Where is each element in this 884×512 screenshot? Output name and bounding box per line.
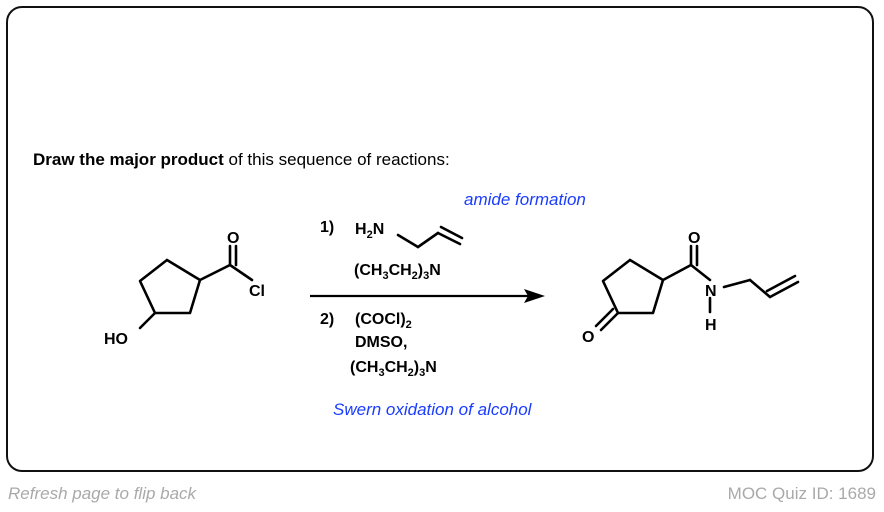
ketone-bond-1 <box>599 311 620 332</box>
product-h-label: H <box>705 317 717 334</box>
quiz-card[interactable] <box>6 6 874 472</box>
reactant-acyl-bond <box>198 263 232 282</box>
reactant-o-label: O <box>227 230 239 247</box>
product-n-label: N <box>705 283 717 300</box>
n-allyl-bond-2 <box>748 278 772 299</box>
allylamine-bond-2 <box>416 231 440 249</box>
quiz-id: MOC Quiz ID: 1689 <box>727 484 876 503</box>
reactant-coh-bond <box>138 311 157 330</box>
step2-dmso: DMSO, <box>355 334 408 351</box>
step1-base: (CH3CH2)3N <box>354 262 441 283</box>
amine-sub: 2 <box>366 229 373 242</box>
step2-reagent: (COCl)2 <box>355 311 412 332</box>
step1-number: 1) <box>320 219 335 236</box>
ketone-bond-2 <box>594 307 615 328</box>
reactant-ring <box>138 258 202 315</box>
reaction-arrow-head <box>524 289 545 303</box>
n-allyl-double-2 <box>765 274 797 293</box>
reactant-ccl-bond <box>228 263 254 282</box>
prompt-rest: of this sequence of reactions: <box>223 150 450 169</box>
n-allyl-bond-1 <box>722 278 752 289</box>
amide-c-bond <box>661 263 693 282</box>
step2-number: 2) <box>320 311 335 328</box>
amide-cn-bond <box>689 263 712 282</box>
reactant-ho-label: HO <box>104 331 128 348</box>
annotation-swern-oxidation: Swern oxidation of alcohol <box>333 400 532 419</box>
question-prompt: Draw the major product of this sequence … <box>33 150 450 170</box>
amine-n: N <box>372 221 385 238</box>
prompt-bold: Draw the major product <box>33 150 224 169</box>
reactant-cl-label: Cl <box>249 283 265 300</box>
allylamine-double-1 <box>436 231 462 246</box>
product-amide-o-label: O <box>688 230 700 247</box>
product-ketone-o-label: O <box>582 329 594 346</box>
annotation-amide-formation: amide formation <box>464 190 586 209</box>
refresh-hint[interactable]: Refresh page to flip back <box>8 484 197 503</box>
step1-amine-formula: H2N <box>355 221 384 241</box>
step2-base: (CH3CH2)3N <box>350 359 437 380</box>
allylamine-bond-1 <box>396 233 420 249</box>
allylamine-double-2 <box>439 225 464 240</box>
n-allyl-double-1 <box>768 280 800 299</box>
product-ring <box>601 258 665 315</box>
amine-h: H <box>355 221 367 238</box>
